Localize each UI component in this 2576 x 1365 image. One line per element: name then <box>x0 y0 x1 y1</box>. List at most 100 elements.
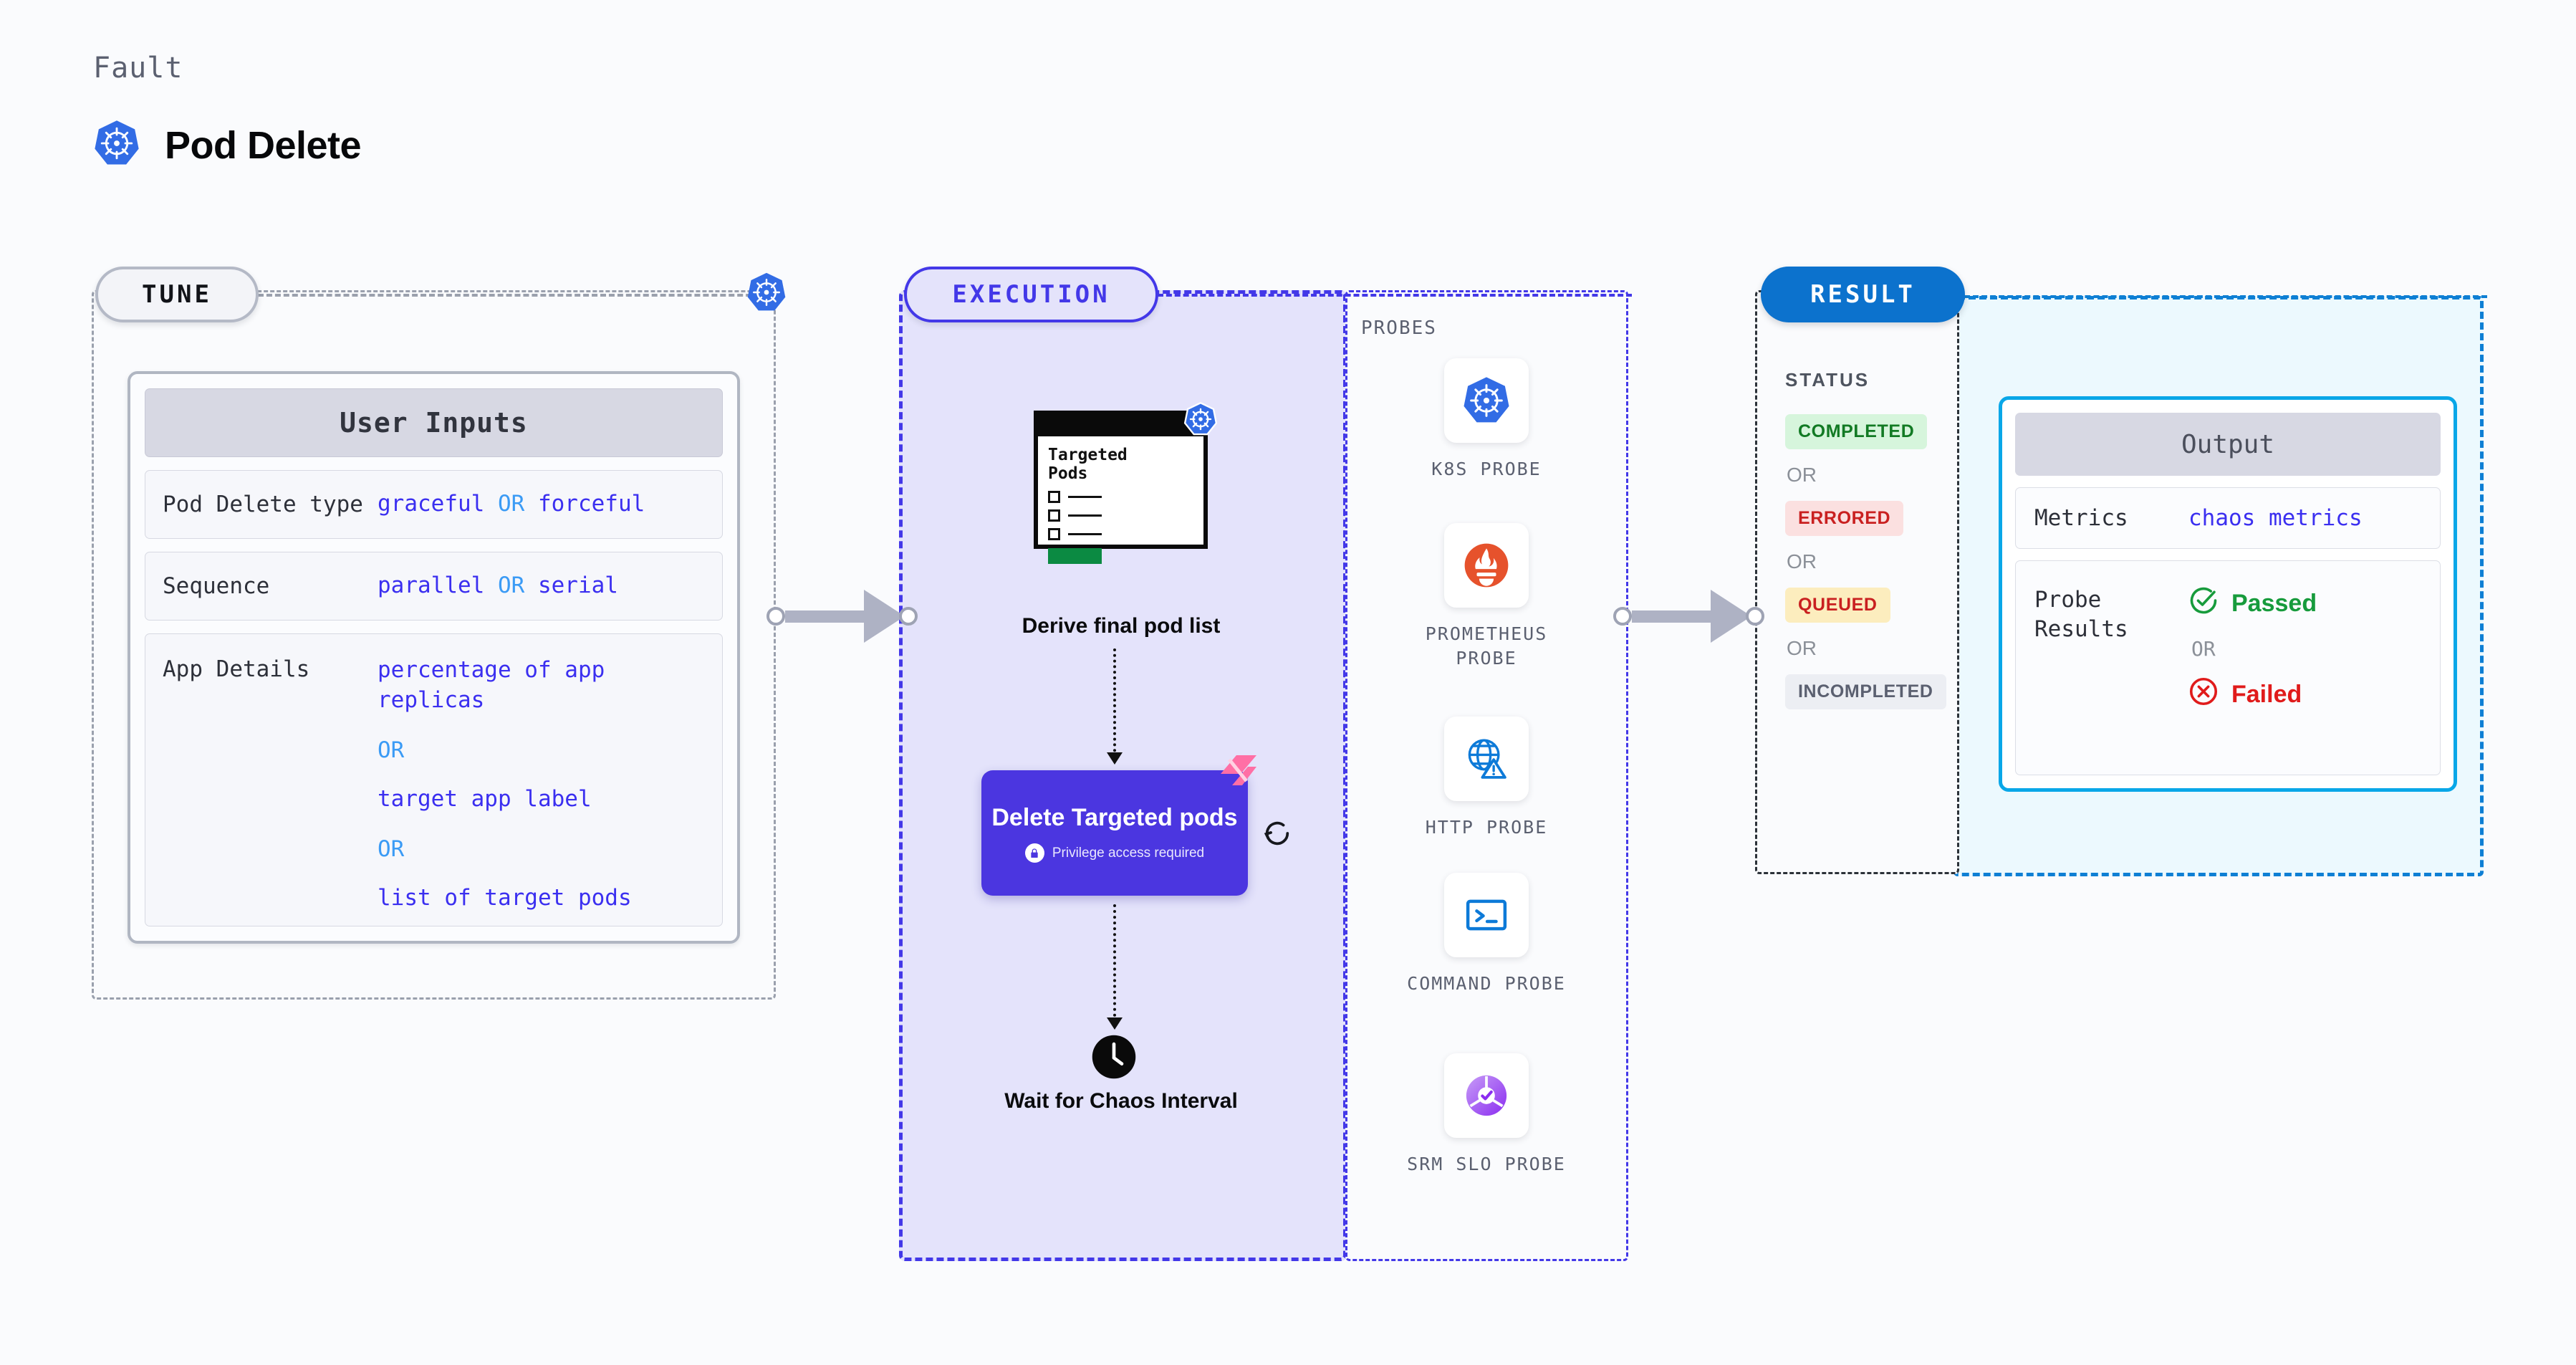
output-card: Output Metrics chaos metrics Probe Resul… <box>1999 396 2457 792</box>
connector-end-dot <box>1746 607 1764 626</box>
flow-arrow-head <box>1107 752 1123 765</box>
green-status-bar <box>1048 547 1102 564</box>
placeholder-line <box>1068 495 1102 498</box>
probes-section-title: PROBES <box>1361 317 1437 339</box>
prometheus-icon <box>1444 523 1529 608</box>
globe-warning-icon <box>1444 717 1529 801</box>
connector-start-dot <box>766 607 785 626</box>
status-badge-incompleted: INCOMPLETED <box>1785 674 1946 709</box>
input-row-app-details[interactable]: App Details percentage of app replicas O… <box>145 633 723 927</box>
input-value-group: parallel OR serial <box>378 571 618 601</box>
status-list: COMPLETED OR ERRORED OR QUEUED OR INCOMP… <box>1785 414 1946 709</box>
or-separator: OR <box>1787 637 1817 659</box>
connector-arrow-head <box>864 590 905 643</box>
checkbox-icon <box>1048 490 1060 503</box>
placeholder-line <box>1068 514 1102 517</box>
result-status-panel <box>1755 290 1959 874</box>
list-item <box>1048 527 1195 540</box>
input-value: list of target pods <box>378 884 632 911</box>
lock-icon <box>1024 843 1044 863</box>
input-value: graceful <box>378 491 485 517</box>
input-label: App Details <box>163 656 310 682</box>
input-value: forceful <box>537 491 645 517</box>
connector-tune-to-execution <box>766 590 918 643</box>
checkbox-icon <box>1048 509 1060 522</box>
status-badge-queued: QUEUED <box>1785 588 1890 623</box>
output-row-metrics: Metrics chaos metrics <box>2015 487 2441 550</box>
page-title: Pod Delete <box>165 123 362 167</box>
targeted-pods-card: Targeted Pods <box>1034 411 1208 564</box>
privilege-note: Privilege access required <box>1024 843 1205 863</box>
or-separator: OR <box>378 737 405 763</box>
tune-section-badge[interactable]: TUNE <box>95 267 259 322</box>
kubernetes-icon <box>1444 358 1529 443</box>
or-separator: OR <box>1787 464 1817 486</box>
x-circle-icon <box>2188 676 2219 712</box>
list-item <box>1048 490 1195 503</box>
output-label: Metrics <box>2034 505 2128 531</box>
pods-checklist <box>1048 490 1195 540</box>
output-label: Probe Results <box>2034 587 2128 642</box>
check-circle-icon <box>2188 585 2219 621</box>
status-badge-errored: ERRORED <box>1785 501 1904 536</box>
tune-leader-line <box>258 294 777 297</box>
probe-label: SRM SLO PROBE <box>1407 1154 1566 1174</box>
list-item <box>1048 509 1195 522</box>
output-row-probe-results: Probe Results Passed OR <box>2015 560 2441 776</box>
output-card-title: Output <box>2015 413 2441 476</box>
delete-targeted-pods-node[interactable]: Delete Targeted pods Privilege access re… <box>981 770 1248 896</box>
delete-node-title: Delete Targeted pods <box>991 803 1238 831</box>
loop-refresh-icon[interactable] <box>1259 815 1295 855</box>
execution-leader-line <box>1158 294 1632 297</box>
input-row-pod-delete-type[interactable]: Pod Delete type graceful OR forceful <box>145 470 723 539</box>
or-separator: OR <box>378 835 405 862</box>
terminal-icon <box>1444 873 1529 957</box>
flow-connector-line <box>1113 648 1116 763</box>
input-value-group: percentage of app replicas OR target app… <box>378 656 705 913</box>
input-value: serial <box>537 573 618 599</box>
probe-label: PROMETHEUS PROBE <box>1425 623 1548 669</box>
kubernetes-icon <box>92 118 142 172</box>
result-section-badge[interactable]: RESULT <box>1761 267 1965 322</box>
or-separator: OR <box>1787 550 1817 573</box>
or-separator: OR <box>497 491 525 517</box>
kubernetes-icon <box>745 271 788 317</box>
pink-flag-icon <box>1218 752 1259 798</box>
result-leader-line <box>1964 295 2487 298</box>
input-value: percentage of app replicas <box>378 657 605 713</box>
probe-item-http[interactable]: HTTP PROBE <box>1404 717 1569 840</box>
page-title-row: Pod Delete <box>92 118 362 172</box>
flow-arrow-head <box>1107 1017 1123 1030</box>
placeholder-line <box>1068 532 1102 535</box>
probe-result-label: Passed <box>2231 589 2317 617</box>
targeted-pods-title-line1: Targeted <box>1048 446 1128 464</box>
probe-result-values: Passed OR Failed <box>2188 585 2317 712</box>
input-label: Pod Delete type <box>163 491 363 517</box>
connector-start-dot <box>1613 607 1632 626</box>
connector-arrow-head <box>1711 590 1751 643</box>
probe-item-srm-slo[interactable]: SRM SLO PROBE <box>1404 1053 1569 1177</box>
probe-label: HTTP PROBE <box>1425 817 1548 838</box>
probe-item-prometheus[interactable]: PROMETHEUS PROBE <box>1404 523 1569 671</box>
tune-panel <box>92 290 776 1000</box>
clock-icon <box>1090 1033 1138 1084</box>
connector-bar <box>1632 610 1712 623</box>
checkbox-icon <box>1048 527 1060 540</box>
input-value-group: graceful OR forceful <box>378 489 645 519</box>
card-body: Targeted Pods <box>1038 436 1203 564</box>
connector-bar <box>785 610 865 623</box>
execution-section-badge[interactable]: EXECUTION <box>904 267 1158 322</box>
card-top-bar <box>1038 415 1203 436</box>
input-row-sequence[interactable]: Sequence parallel OR serial <box>145 552 723 621</box>
output-value: chaos metrics <box>2188 505 2363 532</box>
connector-end-dot <box>899 607 918 626</box>
flow-connector-line <box>1113 904 1116 1022</box>
probe-result-label: Failed <box>2231 680 2302 708</box>
probe-item-k8s[interactable]: K8S PROBE <box>1404 358 1569 482</box>
input-label: Sequence <box>163 573 270 599</box>
privilege-note-text: Privilege access required <box>1052 845 1205 861</box>
probe-item-command[interactable]: COMMAND PROBE <box>1404 873 1569 996</box>
input-value: parallel <box>378 573 485 599</box>
kubernetes-icon <box>1183 401 1219 441</box>
